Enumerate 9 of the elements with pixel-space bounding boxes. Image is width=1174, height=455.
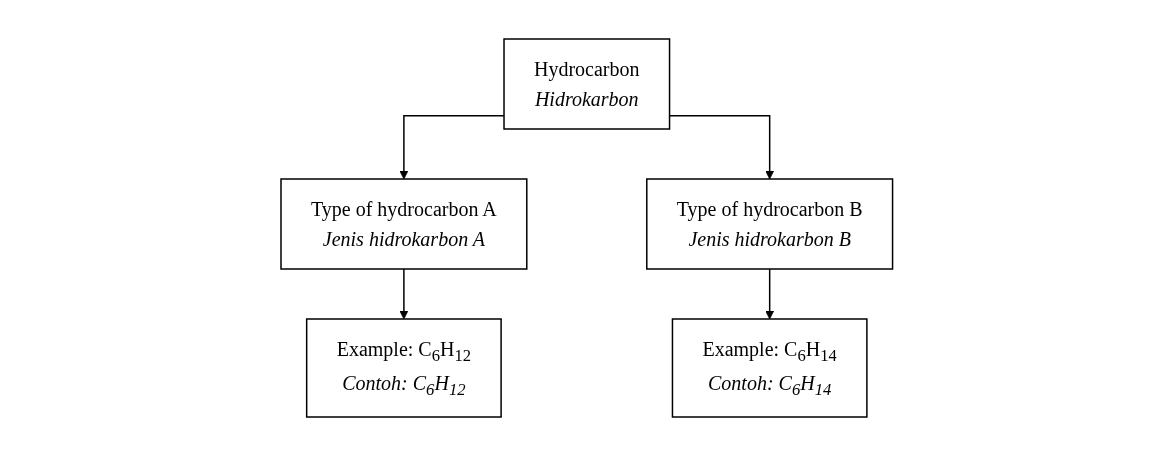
arrow bbox=[765, 267, 775, 319]
node-box: Type of hydrocarbon A Jenis hidrokarbon A bbox=[280, 177, 528, 270]
node-box: Hydrocarbon Hidrokarbon bbox=[503, 37, 671, 130]
node-box: Type of hydrocarbon B Jenis hidrokarbon B bbox=[646, 177, 894, 270]
node-box: Example: C$_{6}$H$_{14}$ Contoh: C$_{6}$H$_{14}$ bbox=[671, 317, 868, 418]
arrow bbox=[399, 267, 409, 319]
node-box: Example: C$_{6}$H$_{12}$ Contoh: C$_{6}$H$_{12}$ bbox=[306, 317, 503, 418]
arrow bbox=[399, 114, 505, 179]
arrow bbox=[669, 114, 775, 179]
